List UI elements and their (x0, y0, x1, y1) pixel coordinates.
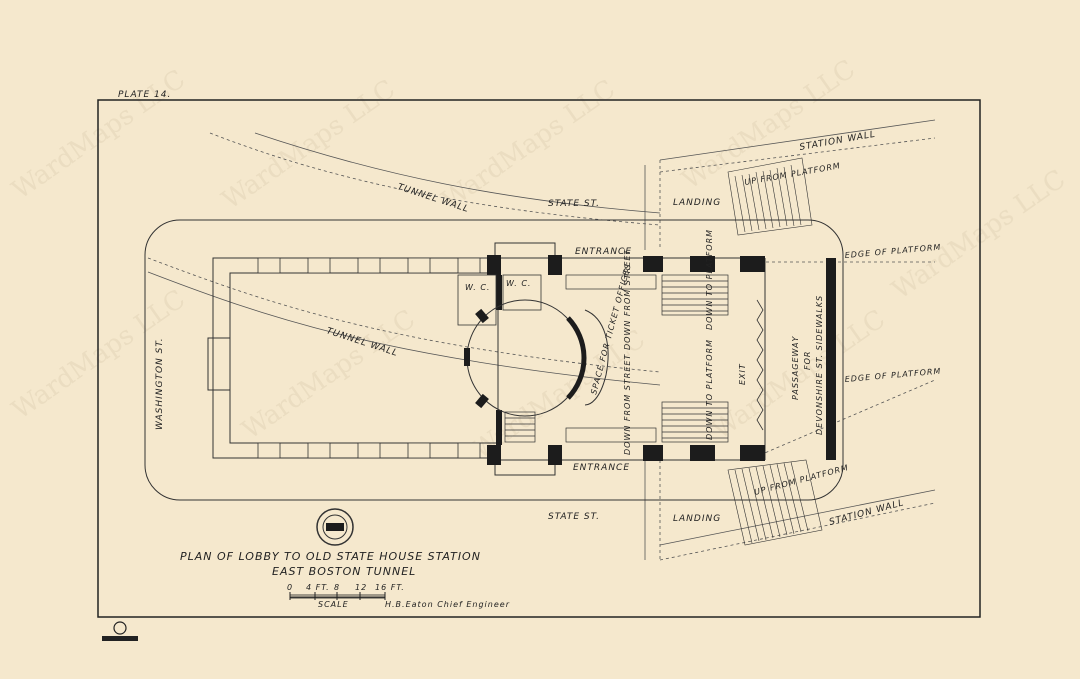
scale-tick: 0 (287, 583, 293, 592)
boston-transit-seal (316, 508, 354, 546)
down-from-street-label: DOWN FROM STREET (623, 249, 632, 350)
station-wall-label: STATION WALL (799, 130, 877, 153)
building-windows (257, 257, 481, 459)
plate-number: PLATE 14. (118, 90, 171, 100)
landing-label: LANDING (673, 198, 721, 208)
station-wall-label: STATION WALL (828, 498, 905, 528)
plan-title: PLAN OF LOBBY TO OLD STATE HOUSE STATION (180, 550, 481, 563)
lobby-walls (490, 242, 766, 476)
publisher-logo (102, 621, 138, 641)
scale-tick: 12 (355, 583, 367, 592)
exit-gates (756, 299, 764, 431)
wc-label: W. C. (506, 279, 531, 288)
edge-of-platform-label: EDGE OF PLATFORM (844, 367, 941, 384)
plate-border (97, 99, 981, 618)
engineer-signature: H.B.Eaton Chief Engineer (385, 600, 510, 609)
plan-subtitle: EAST BOSTON TUNNEL (272, 565, 416, 578)
watermark: WardMaps LLC (7, 64, 191, 205)
stairs-down (504, 274, 729, 443)
wc-label: W. C. (465, 283, 490, 292)
scale-tick: 4 FT. (306, 583, 330, 592)
scale-tick: 16 FT. (375, 583, 405, 592)
lobby-piers (487, 255, 836, 465)
plan-labels: STATION WALL STATION WALL UP FROM PLATFO… (155, 130, 942, 528)
washington-st-label: WASHINGTON ST. (155, 337, 165, 430)
landing-label: LANDING (673, 514, 721, 524)
exit-label: EXIT (738, 363, 747, 385)
watermark: WardMaps LLC (217, 74, 401, 215)
up-from-platform-label: UP FROM PLATFORM (744, 161, 842, 187)
stairs-up-top (727, 157, 813, 236)
state-st-label: STATE ST. (548, 199, 600, 209)
passageway-label: FOR (803, 351, 812, 370)
state-st-label: STATE ST. (548, 512, 600, 522)
toilet-rooms (457, 274, 542, 326)
ticket-rotunda (464, 299, 609, 417)
down-from-street-label: DOWN FROM STREET (623, 354, 632, 455)
passageway-label: DEVONSHIRE ST. SIDEWALKS (815, 295, 824, 435)
watermark: WardMaps LLC (887, 164, 1071, 305)
entrance-label: ENTRANCE (573, 463, 630, 473)
stairs-up-bottom (727, 459, 823, 546)
watermark: WardMaps LLC (437, 74, 621, 215)
sidewalk-outline (144, 219, 844, 501)
entrance-label: ENTRANCE (575, 247, 632, 257)
scale-label: SCALE (318, 600, 349, 609)
down-to-platform-label: DOWN TO PLATFORM (705, 339, 714, 440)
scale-bar: 0 4 FT. 8 12 16 FT. SCALE (287, 583, 405, 609)
watermark: WardMaps LLC (237, 304, 421, 445)
up-from-platform-label: UP FROM PLATFORM (753, 463, 850, 497)
down-to-platform-label: DOWN TO PLATFORM (705, 229, 714, 330)
watermark-group: WardMaps LLC WardMaps LLC WardMaps LLC W… (7, 54, 1071, 465)
scale-tick: 8 (334, 583, 340, 592)
passageway-label: PASSAGEWAY (791, 336, 800, 400)
